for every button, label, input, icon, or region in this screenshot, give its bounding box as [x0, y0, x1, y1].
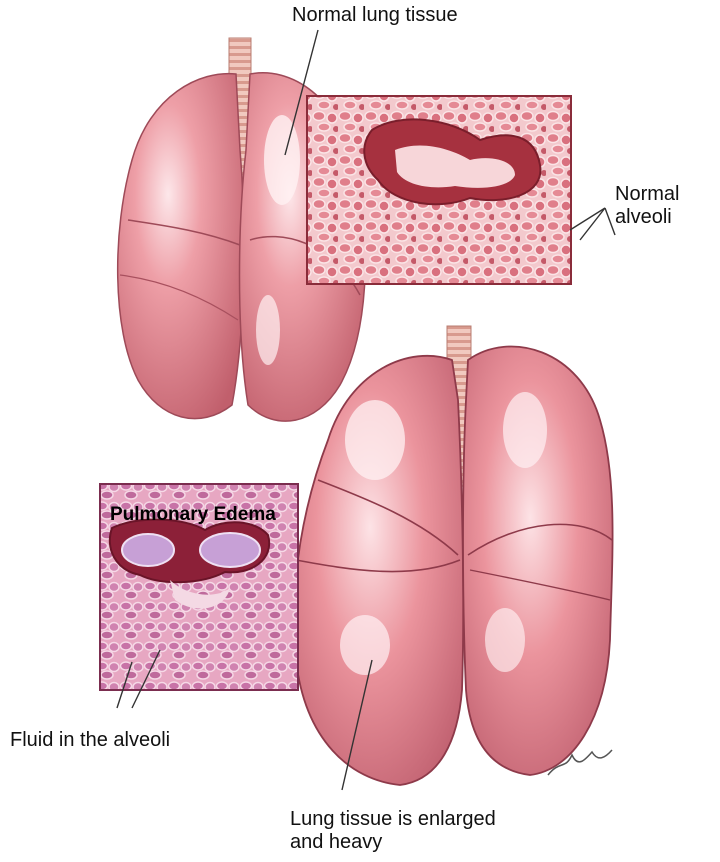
leader-alveoli-3	[605, 208, 615, 235]
leader-alveoli-2	[580, 208, 605, 240]
edema-lungs	[294, 326, 613, 785]
enlarged-lung-label: Lung tissue is enlarged and heavy	[290, 808, 496, 854]
pulmonary-edema-title: Pulmonary Edema	[110, 504, 276, 526]
normal-alveoli-panel	[307, 96, 571, 284]
normal-lung-tissue-label: Normal lung tissue	[292, 4, 458, 27]
enlarged-line1: Lung tissue is enlarged	[290, 808, 496, 831]
normal-alveoli-line1: Normal	[615, 183, 679, 206]
enlarged-line2: and heavy	[290, 831, 496, 854]
normal-left-lung	[118, 74, 244, 419]
normal-alveoli-label: Normal alveoli	[615, 183, 679, 229]
normal-alveoli-line2: alveoli	[615, 206, 679, 229]
leader-alveoli-1	[570, 208, 605, 230]
fluid-in-alveoli-label: Fluid in the alveoli	[10, 729, 170, 752]
